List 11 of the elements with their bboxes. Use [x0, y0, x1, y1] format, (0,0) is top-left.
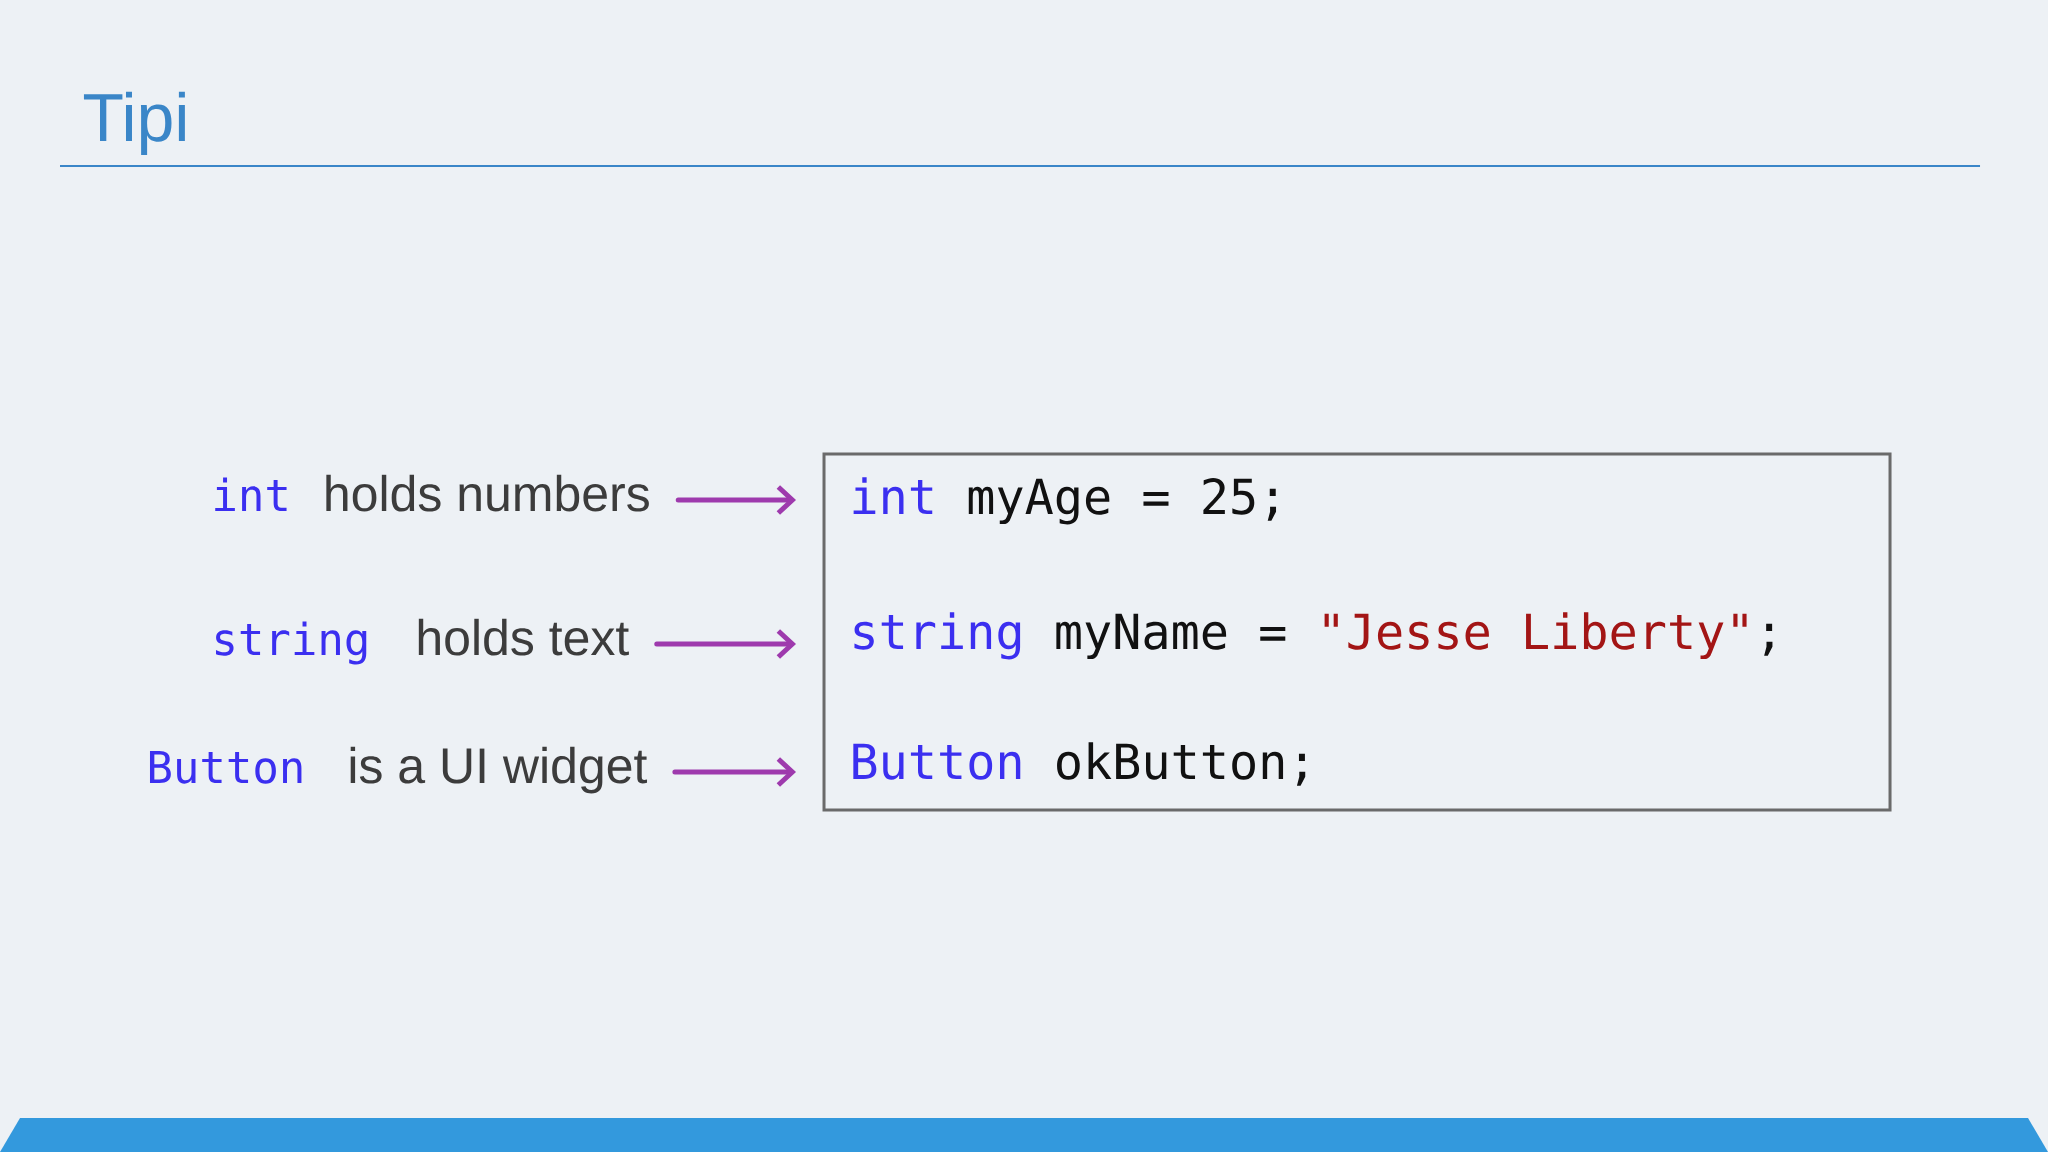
arrow — [675, 485, 796, 515]
code-box — [822, 452, 1892, 812]
arrow — [672, 757, 796, 787]
code-line: int myAge = 25; — [853, 477, 1277, 525]
arrow — [654, 629, 796, 659]
annotation-text: int holds numbers — [215, 474, 649, 512]
annotation-text: Button is a UI widget — [150, 746, 647, 794]
annotation-text: string holds text — [216, 618, 629, 665]
slide-title: Tipi — [83, 91, 185, 156]
code-line: string myName = "Jesse Liberty" ; — [854, 612, 1773, 660]
code-line: Button okButton; — [853, 742, 1306, 786]
